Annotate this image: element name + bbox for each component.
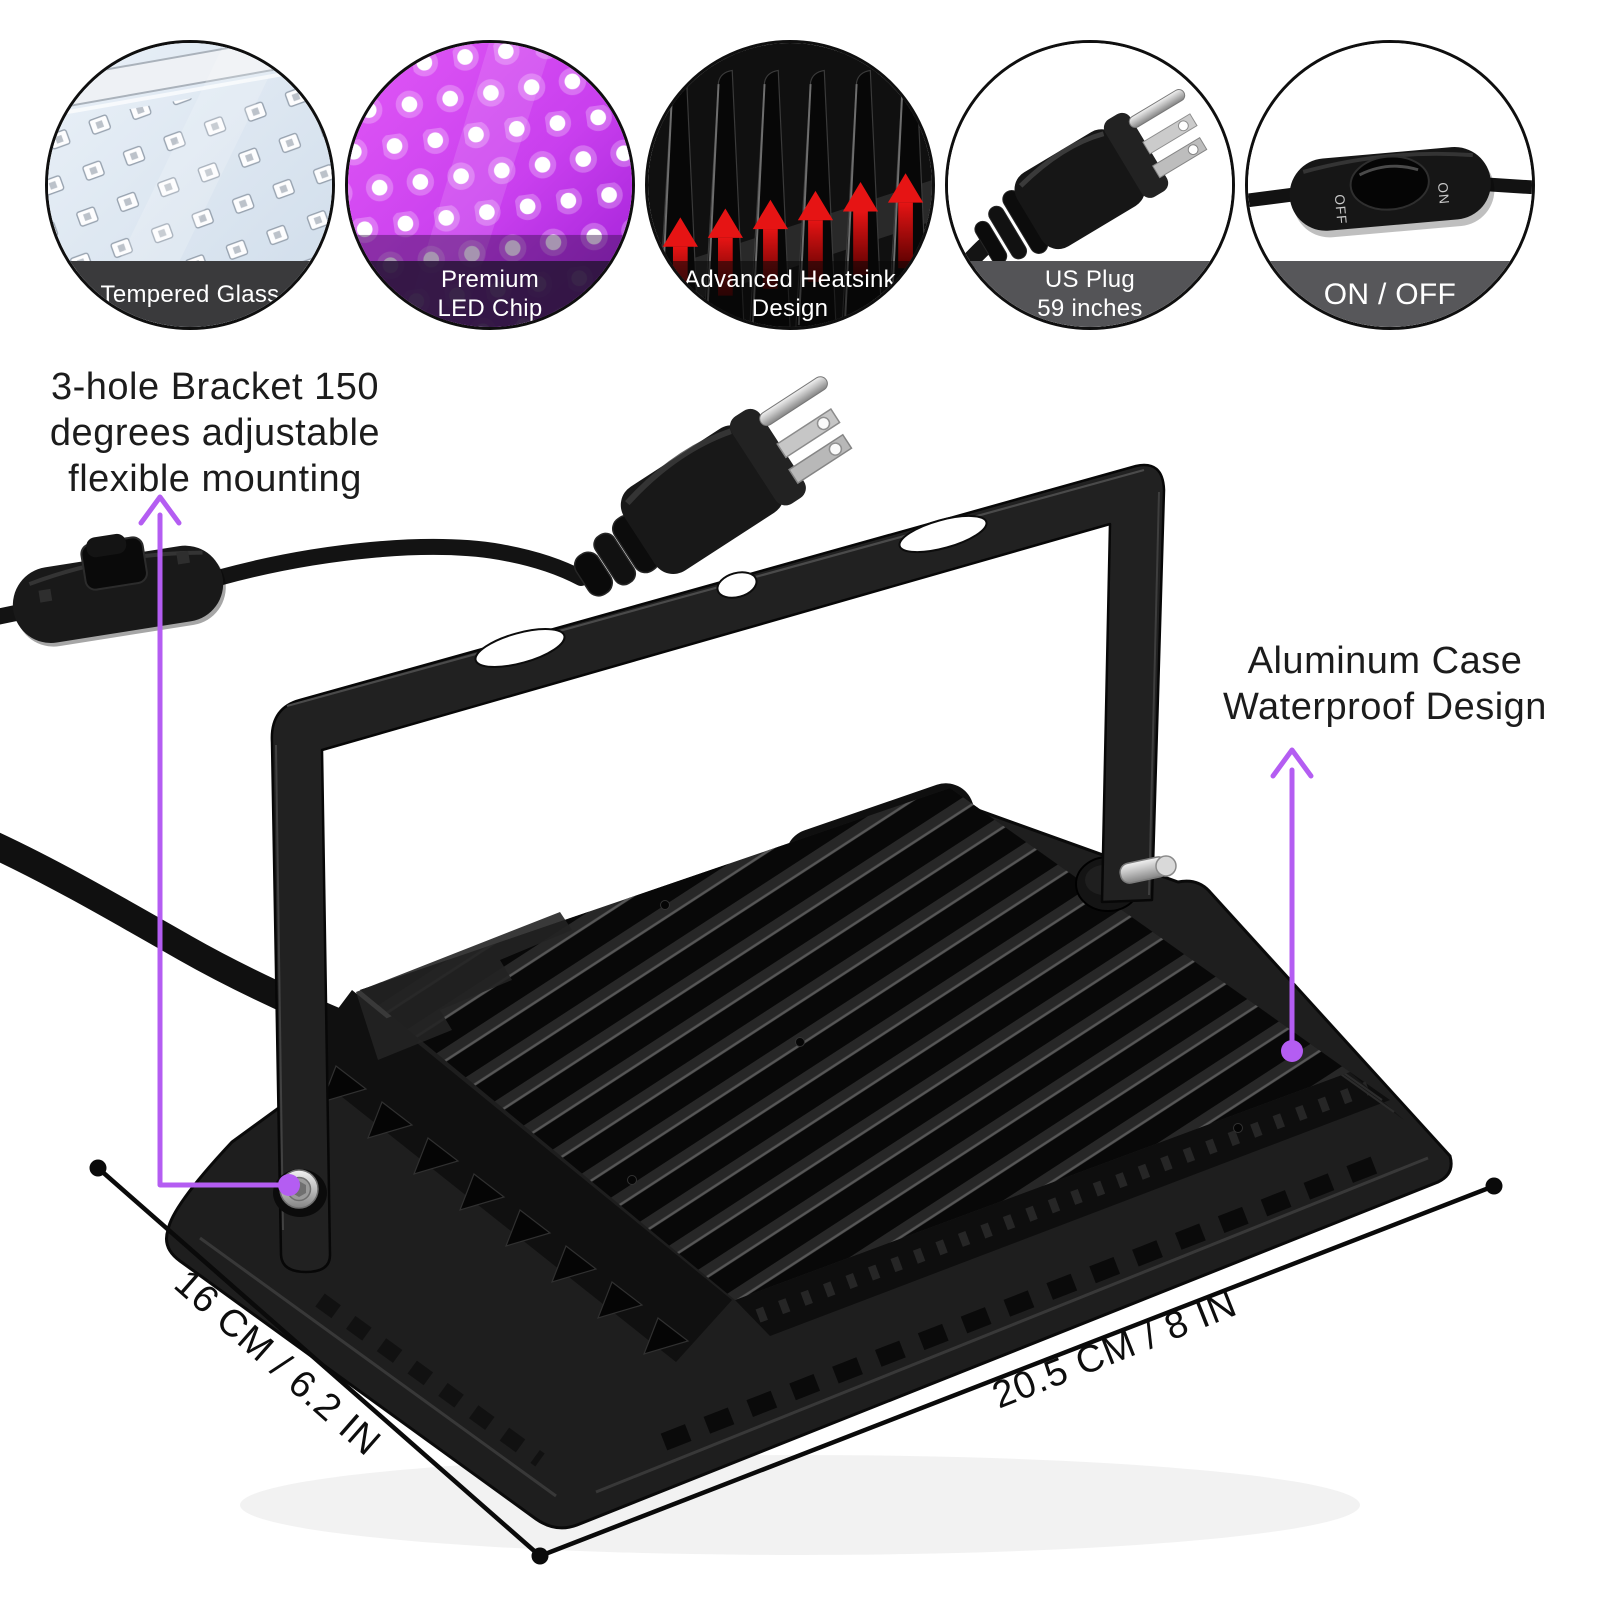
inline-switch: [12, 533, 226, 647]
bracket-annotation: 3-hole Bracket 150 degrees adjustable fl…: [15, 364, 415, 502]
caption-line: Premium: [440, 266, 540, 293]
caption-line: Design: [751, 295, 829, 322]
feature-circle-heatsink: Advanced Heatsink Design: [645, 40, 935, 330]
caption-line: 59 inches: [1037, 295, 1143, 322]
caption-line: Tempered Glass: [100, 280, 280, 308]
feature-caption: Advanced Heatsink Design: [648, 261, 932, 327]
caption-line: Advanced Heatsink: [684, 266, 896, 293]
bracket-annotation-line: degrees adjustable: [49, 412, 381, 454]
heatsink-side-fins: [320, 1065, 690, 1355]
bracket-hole-right: [898, 514, 988, 554]
switch-off-marking: OFF: [1332, 194, 1350, 226]
bracket-annotation-line: flexible mounting: [68, 458, 362, 500]
feature-caption: Tempered Glass: [48, 261, 332, 327]
pivot-bolt: [273, 1169, 327, 1217]
bracket-hole-middle: [716, 571, 758, 599]
caption-line: LED Chip: [437, 295, 543, 322]
annotation-arrow-case: [1270, 747, 1314, 1062]
feature-caption: ON / OFF: [1248, 261, 1532, 327]
feature-circle-on-off: OFF ON ON / OFF: [1245, 40, 1535, 330]
bracket-annotation-line: 3-hole Bracket 150: [51, 366, 379, 408]
switch-on-marking: ON: [1435, 182, 1452, 206]
dimension-line-depth: [89, 1159, 542, 1558]
dimension-line-width: [531, 1177, 1503, 1565]
feature-circle-us-plug: US Plug 59 inches: [945, 40, 1235, 330]
us-plug: [573, 376, 853, 597]
case-annotation: Aluminum Case Waterproof Design: [1185, 638, 1585, 730]
pivot-screw: [1119, 855, 1177, 884]
annotation-arrow-bracket: [138, 494, 300, 1196]
case-annotation-line: Aluminum Case: [1247, 640, 1523, 682]
feature-caption: Premium LED Chip: [348, 261, 632, 327]
feature-circle-led-chip: Premium LED Chip: [345, 40, 635, 330]
case-annotation-line: Waterproof Design: [1223, 686, 1547, 728]
feature-caption: US Plug 59 inches: [948, 261, 1232, 327]
feature-circle-tempered-glass: Tempered Glass: [45, 40, 335, 330]
caption-line: ON / OFF: [1323, 277, 1457, 311]
bracket-hole-left: [474, 628, 566, 668]
caption-line: US Plug: [1044, 266, 1136, 293]
